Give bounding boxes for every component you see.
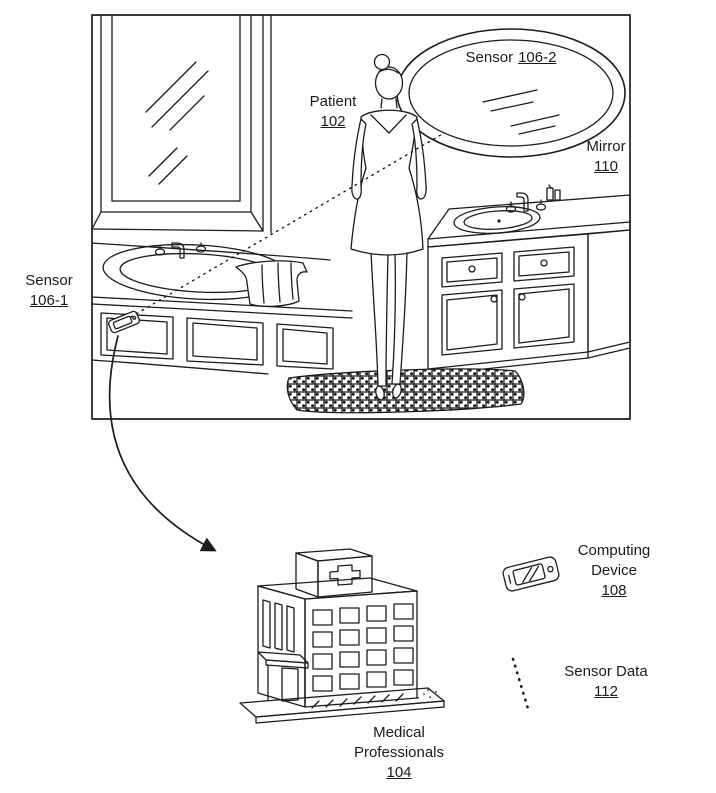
vanity: [427, 184, 631, 376]
rooftop-cross-box: [295, 548, 373, 598]
label-patient: Patient 102: [302, 92, 364, 132]
sensor-106-2-name: Sensor: [465, 49, 514, 66]
computing-device-name: Computing Device: [577, 542, 651, 579]
computing-device-ref: 108: [601, 581, 627, 599]
tub-front-panels: [100, 312, 334, 370]
signal-arrow: [108, 335, 217, 552]
patient-figure: [350, 53, 427, 401]
sensor-106-1-ref: 106-1: [29, 291, 69, 309]
bathtub: [91, 242, 353, 375]
label-mirror: Mirror 110: [578, 137, 634, 177]
window: [91, 14, 272, 234]
hospital-windows-front: [312, 603, 414, 692]
towel: [235, 260, 308, 308]
medical-professionals-ref: 104: [386, 763, 412, 781]
label-sensor-data: Sensor Data 112: [552, 662, 660, 702]
floor-line: [91, 359, 269, 375]
sensor-data-name: Sensor Data: [564, 663, 648, 680]
hospital-building: [239, 548, 445, 724]
mirror-ref: 110: [594, 157, 618, 175]
hospital-entrance: [257, 651, 309, 704]
sensor-data-ref: 112: [594, 682, 618, 700]
ground-hatching: [311, 689, 437, 709]
hospital-windows-side: [262, 599, 295, 653]
label-computing-device: Computing Device 108: [566, 541, 662, 600]
label-sensor-106-1: Sensor 106-1: [14, 271, 84, 311]
mirror-reflection-lines: [482, 89, 560, 135]
sink: [453, 206, 541, 234]
mirror-name: Mirror: [586, 138, 626, 155]
patient-name: Patient: [309, 93, 357, 110]
bathroom-scene: [91, 14, 631, 420]
tub-faucet: [154, 242, 207, 259]
sensor-data-line: [511, 657, 531, 714]
computing-device-phone: [502, 556, 560, 592]
medical-professionals-name: Medical Professionals: [353, 724, 445, 761]
sensor-106-1-name: Sensor: [25, 272, 73, 289]
sensor-106-2-ref: 106-2: [518, 49, 557, 66]
medical-cross-icon: [329, 564, 361, 586]
sensor-sightline: [130, 132, 445, 318]
sink-faucet: [505, 184, 561, 213]
rug: [286, 368, 525, 414]
vanity-cabinet: [427, 229, 631, 376]
window-reflection-lines: [145, 61, 209, 185]
patient-ref: 102: [320, 112, 346, 130]
label-medical-professionals: Medical Professionals 104: [339, 723, 459, 782]
